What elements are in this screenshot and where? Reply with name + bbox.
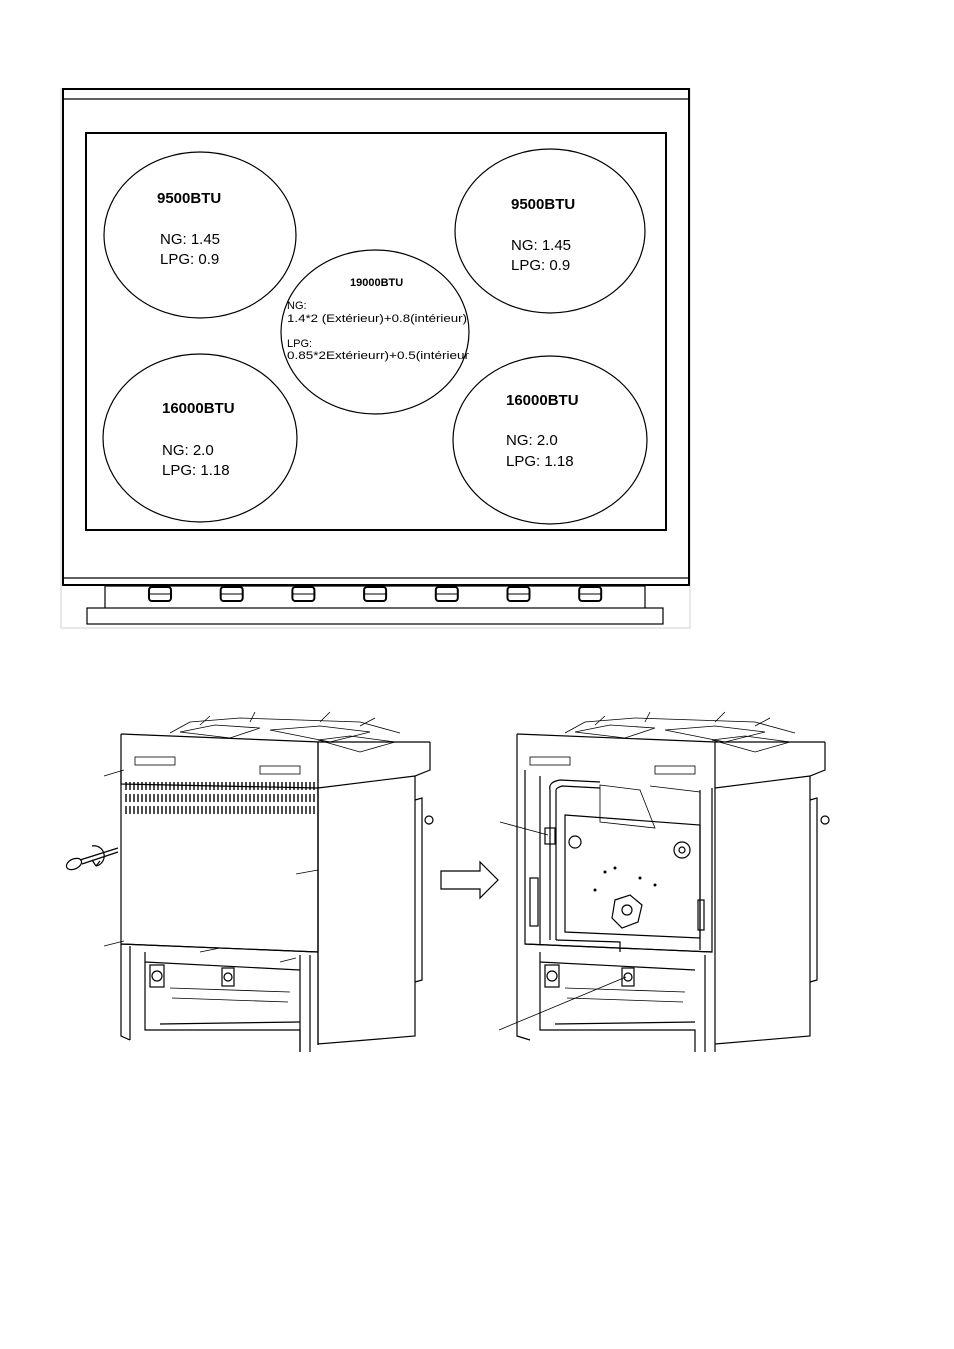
burner-outline bbox=[280, 249, 470, 415]
burner-top-left: 9500BTU NG: 1.45 LPG: 0.9 bbox=[103, 151, 297, 319]
burner-bottom-left: 16000BTU NG: 2.0 LPG: 1.18 bbox=[102, 353, 298, 523]
control-knob-icon bbox=[219, 586, 244, 602]
right-arrow-icon bbox=[440, 860, 499, 900]
burner-btu-label: 9500BTU bbox=[511, 196, 575, 213]
screwdriver-icon bbox=[65, 847, 119, 871]
burner-ng-label: NG: 1.45 bbox=[511, 237, 571, 254]
cooktop-top-view bbox=[60, 88, 691, 629]
burner-top-right: 9500BTU NG: 1.45 LPG: 0.9 bbox=[454, 148, 646, 314]
control-knob-icon bbox=[363, 586, 388, 602]
burner-btu-label: 16000BTU bbox=[506, 392, 579, 409]
burner-lpg-label: LPG: 1.18 bbox=[506, 453, 574, 470]
burner-ng-label: NG: 1.45 bbox=[160, 231, 220, 248]
burner-bottom-right: 16000BTU NG: 2.0 LPG: 1.18 bbox=[452, 355, 648, 525]
burner-outline bbox=[102, 353, 298, 523]
burner-outline bbox=[103, 151, 297, 319]
burner-center: 19000BTU NG: 1.4*2 (Extérieur)+0.8(intér… bbox=[280, 249, 470, 415]
burner-lpg-heading: LPG: bbox=[287, 338, 312, 350]
burner-lpg-value: 0.85*2Extérieurr)+0.5(intérieur bbox=[287, 350, 469, 362]
control-knob-icon bbox=[148, 586, 172, 602]
burner-ng-label: NG: 2.0 bbox=[506, 432, 558, 449]
control-knob-icon bbox=[434, 586, 459, 602]
control-knob-icon bbox=[291, 586, 316, 602]
burner-lpg-label: LPG: 0.9 bbox=[160, 251, 219, 268]
burner-lpg-label: LPG: 1.18 bbox=[162, 462, 230, 479]
range-rear-view-open bbox=[498, 711, 830, 1052]
control-knob-icon bbox=[506, 586, 531, 602]
burner-ng-label: NG: 2.0 bbox=[162, 442, 214, 459]
burner-btu-label: 16000BTU bbox=[162, 400, 235, 417]
burner-btu-label: 19000BTU bbox=[350, 277, 403, 289]
control-knob-icon bbox=[578, 586, 603, 602]
burner-ng-value: 1.4*2 (Extérieur)+0.8(intérieur) bbox=[287, 313, 467, 325]
burner-outline bbox=[454, 148, 646, 314]
range-rear-view-closed bbox=[65, 711, 434, 1052]
cooktop-surface bbox=[85, 132, 667, 531]
knob-row bbox=[148, 586, 603, 602]
burner-btu-label: 9500BTU bbox=[157, 190, 221, 207]
vent-louvers bbox=[125, 782, 315, 814]
rotate-arrow-icon bbox=[91, 845, 105, 867]
burner-lpg-label: LPG: 0.9 bbox=[511, 257, 570, 274]
burner-ng-heading: NG: bbox=[287, 300, 307, 312]
burner-outline bbox=[452, 355, 648, 525]
